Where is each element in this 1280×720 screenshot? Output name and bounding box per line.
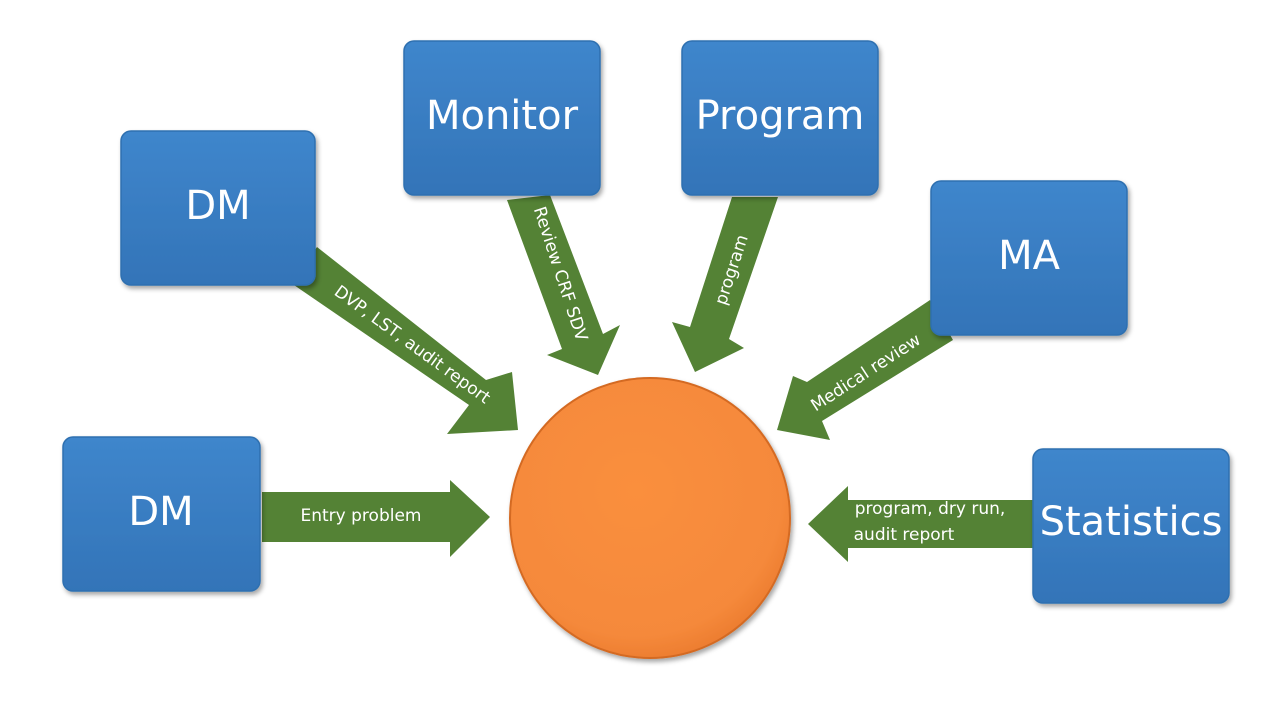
arrow-program: program: [672, 197, 778, 372]
node-statistics-box: [1032, 448, 1230, 604]
node-monitor-label: Monitor: [426, 93, 579, 139]
node-statistics: Statistics: [1032, 448, 1230, 604]
node-monitor-box: [403, 40, 601, 196]
node-dm-lower-label: DM: [128, 489, 193, 535]
arrow-dm-upper: DVP, LST, audit report: [291, 247, 518, 434]
arrow-program-shape: [672, 197, 778, 372]
node-dm-upper-box: [120, 130, 316, 286]
node-ma-box: [930, 180, 1128, 336]
node-monitor: Monitor: [403, 40, 601, 196]
node-ma: MA: [930, 180, 1128, 336]
center-circle: [509, 377, 791, 659]
arrow-statistics-label-line2: audit report: [854, 525, 955, 545]
arrow-dm-lower: Entry problem: [262, 480, 490, 557]
node-program-label: Program: [696, 93, 865, 139]
node-ma-label: MA: [998, 233, 1061, 279]
node-dm-upper-label: DM: [185, 183, 250, 229]
node-dm-upper: DM: [120, 130, 316, 286]
arrow-monitor-shape: [507, 195, 620, 375]
arrow-statistics-label-line1: program, dry run,: [855, 499, 1006, 519]
node-dm-lower-box: [62, 436, 261, 592]
arrow-dm-upper-label: DVP, LST, audit report: [330, 282, 494, 409]
arrow-monitor: Review CRF SDV: [507, 195, 620, 375]
arrow-dm-upper-shape: [291, 247, 518, 434]
arrow-statistics-shape: [808, 486, 1033, 562]
arrow-ma: Medical review: [777, 300, 953, 440]
arrow-dm-lower-shape: [262, 480, 490, 557]
arrow-statistics: program, dry run, audit report: [808, 486, 1033, 562]
arrow-dm-lower-label: Entry problem: [301, 506, 422, 526]
node-program: Program: [681, 40, 879, 196]
node-dm-lower: DM: [62, 436, 261, 592]
node-statistics-label: Statistics: [1040, 499, 1223, 545]
arrow-ma-shape: [777, 300, 953, 440]
node-program-box: [681, 40, 879, 196]
